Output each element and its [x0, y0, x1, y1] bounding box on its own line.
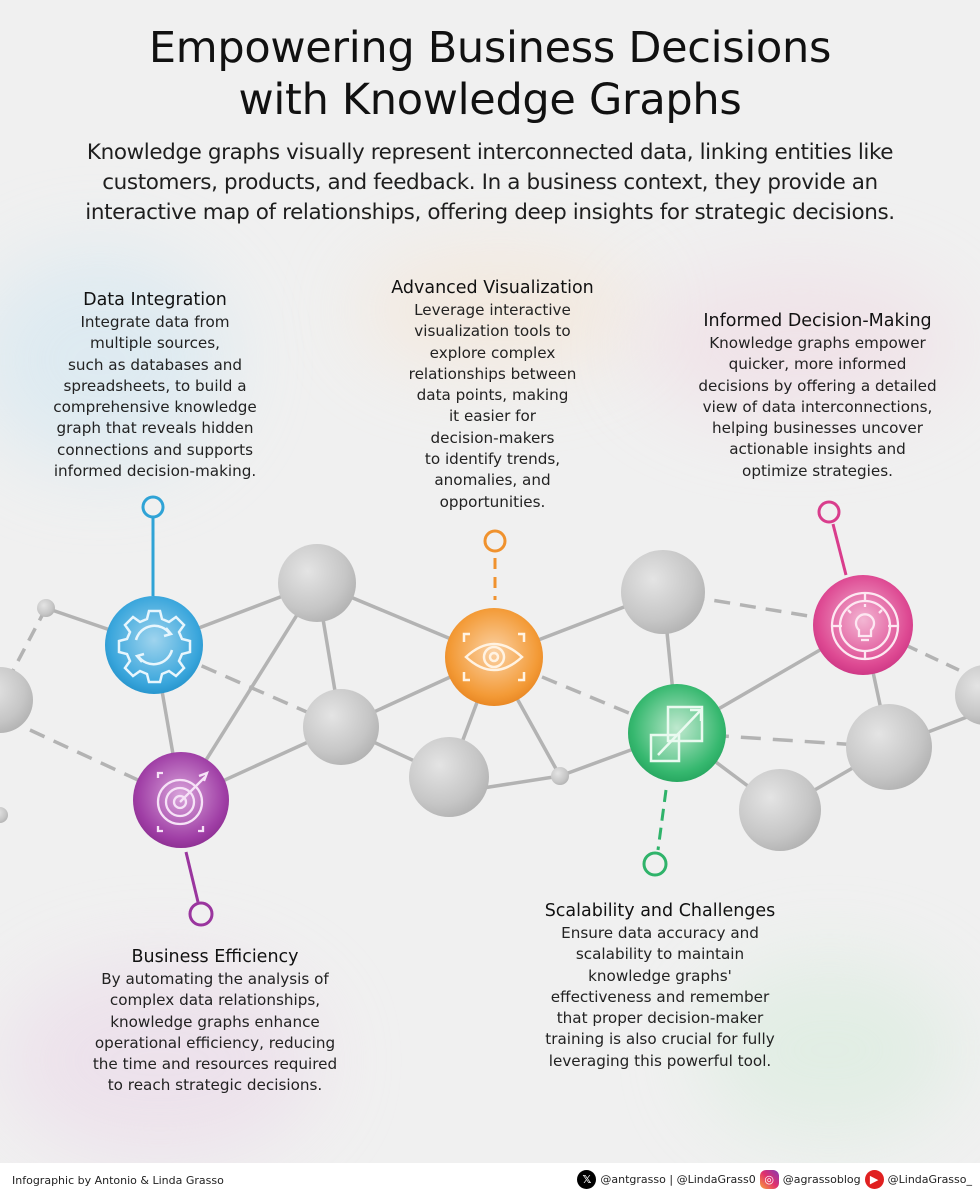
gray-node — [278, 544, 356, 622]
card-title: Informed Decision-Making — [703, 311, 932, 331]
gray-node — [0, 667, 33, 733]
page-title: Empowering Business Decisions with Knowl… — [0, 22, 980, 126]
gray-nodes — [0, 544, 980, 851]
instagram-handle[interactable]: @agrassoblog — [782, 1173, 861, 1186]
card-business-efficiency: Business Efficiency By automating the an… — [60, 946, 370, 1097]
youtube-logo-icon[interactable]: ▶ — [864, 1170, 884, 1189]
target-arrow-icon — [133, 752, 229, 848]
card-body: Ensure data accuracy and scalability to … — [545, 924, 775, 1070]
card-body: By automating the analysis of complex da… — [92, 970, 338, 1095]
gray-node — [621, 550, 705, 634]
intro-line-1: Knowledge graphs visually represent inte… — [86, 140, 894, 165]
scale-expand-icon — [628, 684, 726, 782]
card-title: Data Integration — [83, 290, 227, 310]
pin-connectors — [141, 495, 848, 927]
title-line-2: with Knowledge Graphs — [238, 75, 742, 125]
card-advanced-visualization: Advanced Visualization Leverage interact… — [355, 277, 630, 513]
gray-node — [303, 689, 379, 765]
gray-node-small — [551, 767, 569, 785]
gray-node — [846, 704, 932, 790]
gray-node-small — [0, 807, 8, 823]
footer-social: 𝕏 @antgrasso | @LindaGrass0 ◎ @agrassobl… — [577, 1170, 972, 1189]
gray-node — [739, 769, 821, 851]
card-body: Knowledge graphs empower quicker, more i… — [698, 334, 937, 480]
intro-line-2: customers, products, and feedback. In a … — [102, 170, 878, 195]
gray-node — [409, 737, 489, 817]
footer-credit: Infographic by Antonio & Linda Grasso — [12, 1174, 224, 1187]
intro-line-3: interactive map of relationships, offeri… — [85, 200, 895, 225]
card-data-integration: Data Integration Integrate data from mul… — [20, 289, 290, 482]
title-line-1: Empowering Business Decisions — [148, 23, 832, 73]
footer-bar — [0, 1163, 980, 1200]
card-scalability-challenges: Scalability and Challenges Ensure data a… — [500, 900, 820, 1072]
lightbulb-maze-icon — [813, 575, 913, 675]
youtube-handle[interactable]: @LindaGrasso_ — [887, 1173, 972, 1186]
intro-paragraph: Knowledge graphs visually represent inte… — [0, 138, 980, 228]
card-body: Leverage interactive visualization tools… — [408, 301, 577, 511]
card-informed-decision-making: Informed Decision-Making Knowledge graph… — [665, 310, 970, 482]
card-body: Integrate data from multiple sources, su… — [53, 313, 257, 481]
x-logo-icon[interactable]: 𝕏 — [577, 1170, 597, 1189]
card-title: Advanced Visualization — [391, 278, 594, 298]
eye-focus-icon — [445, 608, 543, 706]
gear-sync-icon — [105, 596, 203, 694]
x-handles[interactable]: @antgrasso | @LindaGrass0 — [600, 1173, 756, 1186]
card-title: Scalability and Challenges — [544, 901, 776, 921]
card-title: Business Efficiency — [131, 947, 299, 967]
instagram-logo-icon[interactable]: ◎ — [759, 1170, 779, 1189]
gray-node — [955, 665, 980, 725]
gray-node-small — [37, 599, 55, 617]
